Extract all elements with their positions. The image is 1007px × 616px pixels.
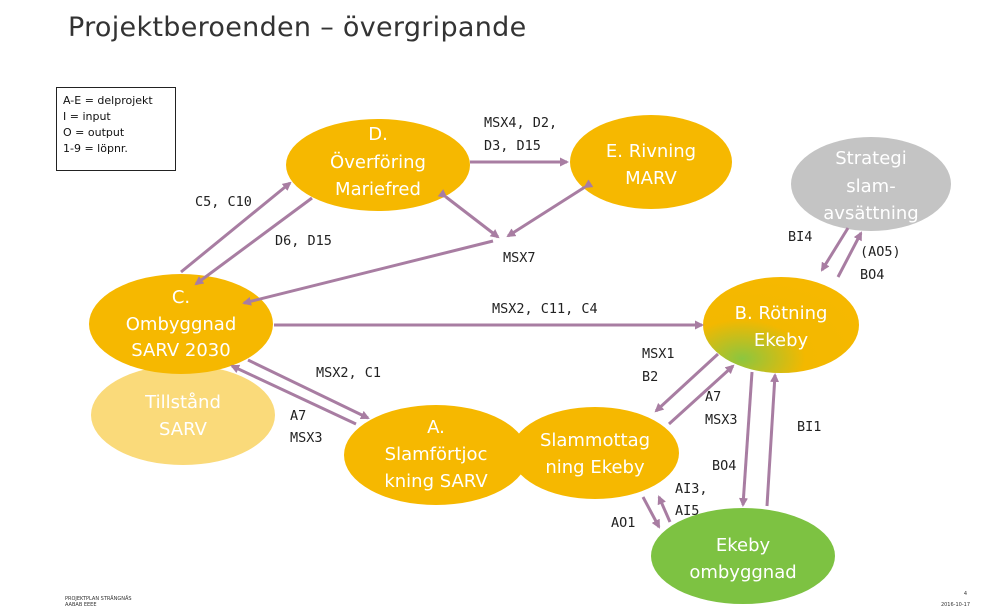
edge-label: MSX2, C11, C4: [492, 301, 598, 317]
arrow: [765, 373, 780, 507]
arrow: [667, 364, 735, 426]
footer-left: PROJEKTPLAN STRÄNGNÄS AABAB EEEE: [65, 596, 132, 608]
node-label: Överföring: [330, 151, 426, 173]
footer-line: AABAB EEEE: [65, 602, 97, 608]
node-label: C.: [172, 287, 190, 308]
arrow: [820, 227, 850, 272]
node-label: Strategi: [835, 148, 906, 169]
edge-label: MSX1: [642, 346, 675, 362]
legend-box: A-E = delprojekt I = input O = output 1-…: [56, 87, 176, 171]
node-label: MARV: [625, 168, 677, 189]
legend-item: A-E = delprojekt: [63, 94, 153, 107]
node-label: slam-: [846, 176, 895, 197]
page-title: Projektberoenden – övergripande: [68, 12, 527, 43]
node-label: B. Rötning: [735, 303, 828, 324]
edge-label: MSX3: [705, 412, 738, 428]
node-label: Slammottag: [540, 430, 650, 451]
node-c: [89, 274, 273, 374]
arrow: [641, 496, 661, 529]
legend-item: 1-9 = löpnr.: [63, 142, 128, 155]
node-label: Slamförtjoc: [385, 444, 488, 465]
edge-label: BI4: [788, 229, 812, 245]
edge-label: (AO5): [860, 244, 901, 260]
arrow: [836, 231, 863, 278]
node-label: Ekeby: [716, 535, 771, 556]
edge-label: MSX3: [290, 430, 323, 446]
node-slammottag: [511, 407, 679, 499]
edge-label: AI3,: [675, 481, 708, 497]
node-tillstand: [91, 365, 275, 465]
edge-label: AI5: [675, 503, 699, 519]
edge-label: BO4: [712, 458, 736, 474]
footer-date: 2016-10-17: [940, 602, 970, 608]
edge-label: MSX7: [503, 250, 536, 266]
arrow: [657, 495, 672, 523]
node-label: kning SARV: [384, 471, 488, 492]
arrow: [194, 196, 313, 286]
node-label: D.: [368, 124, 388, 145]
node-d: [286, 119, 470, 211]
node-label: Tillstånd: [144, 392, 221, 413]
node-label: Mariefred: [335, 179, 421, 200]
node-label: SARV: [159, 419, 208, 440]
node-ekeby: [651, 508, 835, 604]
node-label: Ekeby: [754, 330, 809, 351]
node-label: avsättning: [823, 203, 918, 224]
node-label: ombyggnad: [689, 562, 796, 583]
arrow: [437, 189, 500, 239]
node-b: [703, 277, 859, 373]
arrow: [738, 371, 754, 507]
arrow: [506, 179, 594, 238]
footer-line: PROJEKTPLAN STRÄNGNÄS: [65, 596, 132, 602]
arrow: [180, 181, 292, 274]
arrow: [242, 239, 494, 306]
edge-label: MSX4, D2,: [484, 115, 557, 131]
edge-label: BI1: [797, 419, 821, 435]
edge-label: B2: [642, 369, 658, 385]
legend-item: O = output: [63, 126, 125, 139]
node-strategi: [791, 137, 951, 231]
node-label: SARV 2030: [131, 340, 230, 361]
legend-item: I = input: [63, 110, 111, 123]
arrow: [654, 352, 720, 413]
footer-page-number: 4: [963, 591, 967, 597]
edge-label: D6, D15: [275, 233, 332, 249]
node-e: [570, 115, 732, 209]
arrow: [230, 364, 357, 426]
edge-label: A7: [290, 408, 306, 424]
edge-label: BO4: [860, 267, 884, 283]
edge-label: AO1: [611, 515, 635, 531]
node-label: E. Rivning: [606, 141, 696, 162]
arrow: [247, 358, 370, 420]
node-label: ning Ekeby: [545, 457, 645, 478]
node-a: [344, 405, 528, 505]
edge-label: MSX2, C1: [316, 365, 381, 381]
edge-label: D3, D15: [484, 138, 541, 154]
node-label: Ombyggnad: [126, 314, 237, 335]
node-label: A.: [427, 417, 445, 438]
edge-label: C5, C10: [195, 194, 252, 210]
edge-label: A7: [705, 389, 721, 405]
